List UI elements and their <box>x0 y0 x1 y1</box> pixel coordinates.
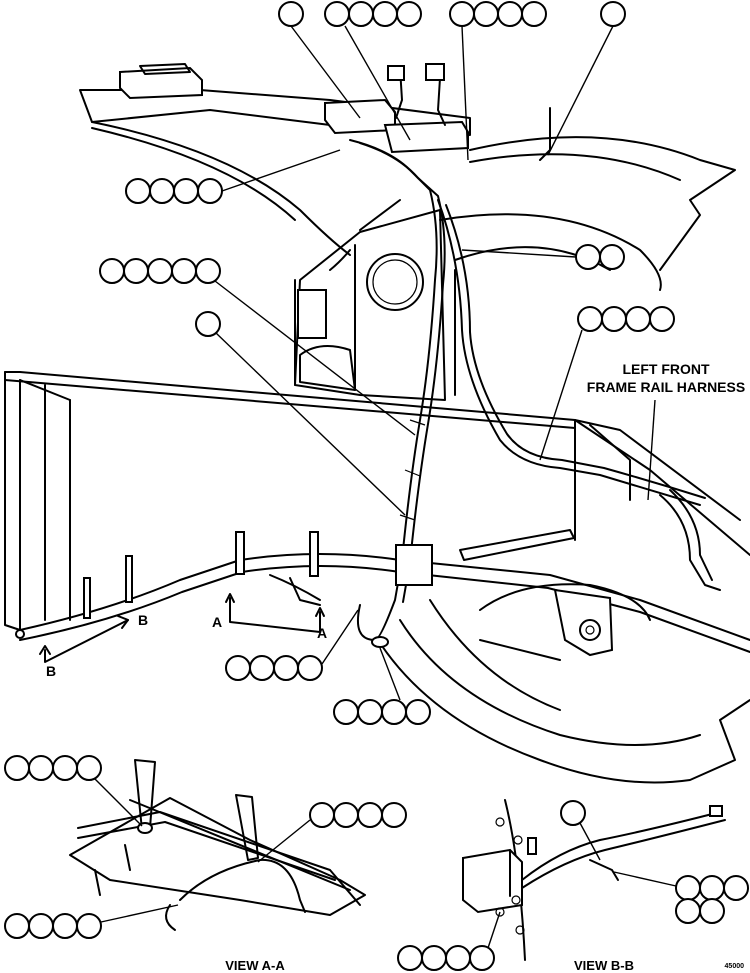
section-a-left-label: A <box>212 614 222 630</box>
view-b-detail <box>462 799 726 961</box>
front-frame-rail <box>4 371 750 653</box>
section-b-top-label: B <box>138 612 148 628</box>
callout-group-left-5 <box>99 258 416 436</box>
bulkhead-plate <box>294 209 446 401</box>
view-a-detail <box>69 759 366 931</box>
frame-harness-connectors <box>269 419 426 648</box>
callout-group-top-4b <box>449 1 547 161</box>
callout-group-left-4 <box>125 149 341 204</box>
console-box-left <box>119 63 203 100</box>
control-joysticks <box>387 63 551 161</box>
section-a-indicator <box>225 593 325 633</box>
figure-number: 45000 <box>725 963 745 970</box>
view-b-callout-right <box>613 871 749 924</box>
view-a-callout-4-right <box>257 802 407 863</box>
harness-title-line2: FRAME RAIL HARNESS <box>587 379 745 395</box>
callout-group-right-4 <box>539 306 675 461</box>
articulation-bracket <box>553 588 614 657</box>
callout-group-top-1 <box>278 1 361 119</box>
callout-group-top-4a <box>324 1 422 141</box>
cab-floor-panel <box>79 89 471 256</box>
view-a-callout-4-top <box>4 755 143 827</box>
section-b-indicator <box>39 615 129 663</box>
section-b-bottom-label: B <box>46 663 56 679</box>
callout-group-lower-mid-4 <box>333 647 431 725</box>
view-b-callout-top <box>560 800 601 861</box>
harness-title-line1: LEFT FRONT <box>622 361 710 377</box>
front-fender-arch <box>377 583 750 784</box>
frame-brackets <box>83 529 575 619</box>
control-module <box>324 98 469 154</box>
view-b-title: VIEW B-B <box>574 958 634 973</box>
callout-group-top-right <box>547 1 626 156</box>
view-a-callout-4-bottom <box>4 904 179 939</box>
view-b-callout-bottom <box>397 911 501 971</box>
view-a-title: VIEW A-A <box>225 958 285 973</box>
callout-group-mid-1 <box>195 311 406 516</box>
callout-group-right-2a <box>461 244 625 270</box>
callout-group-lower-4 <box>225 609 359 681</box>
section-a-right-label: A <box>317 625 327 641</box>
